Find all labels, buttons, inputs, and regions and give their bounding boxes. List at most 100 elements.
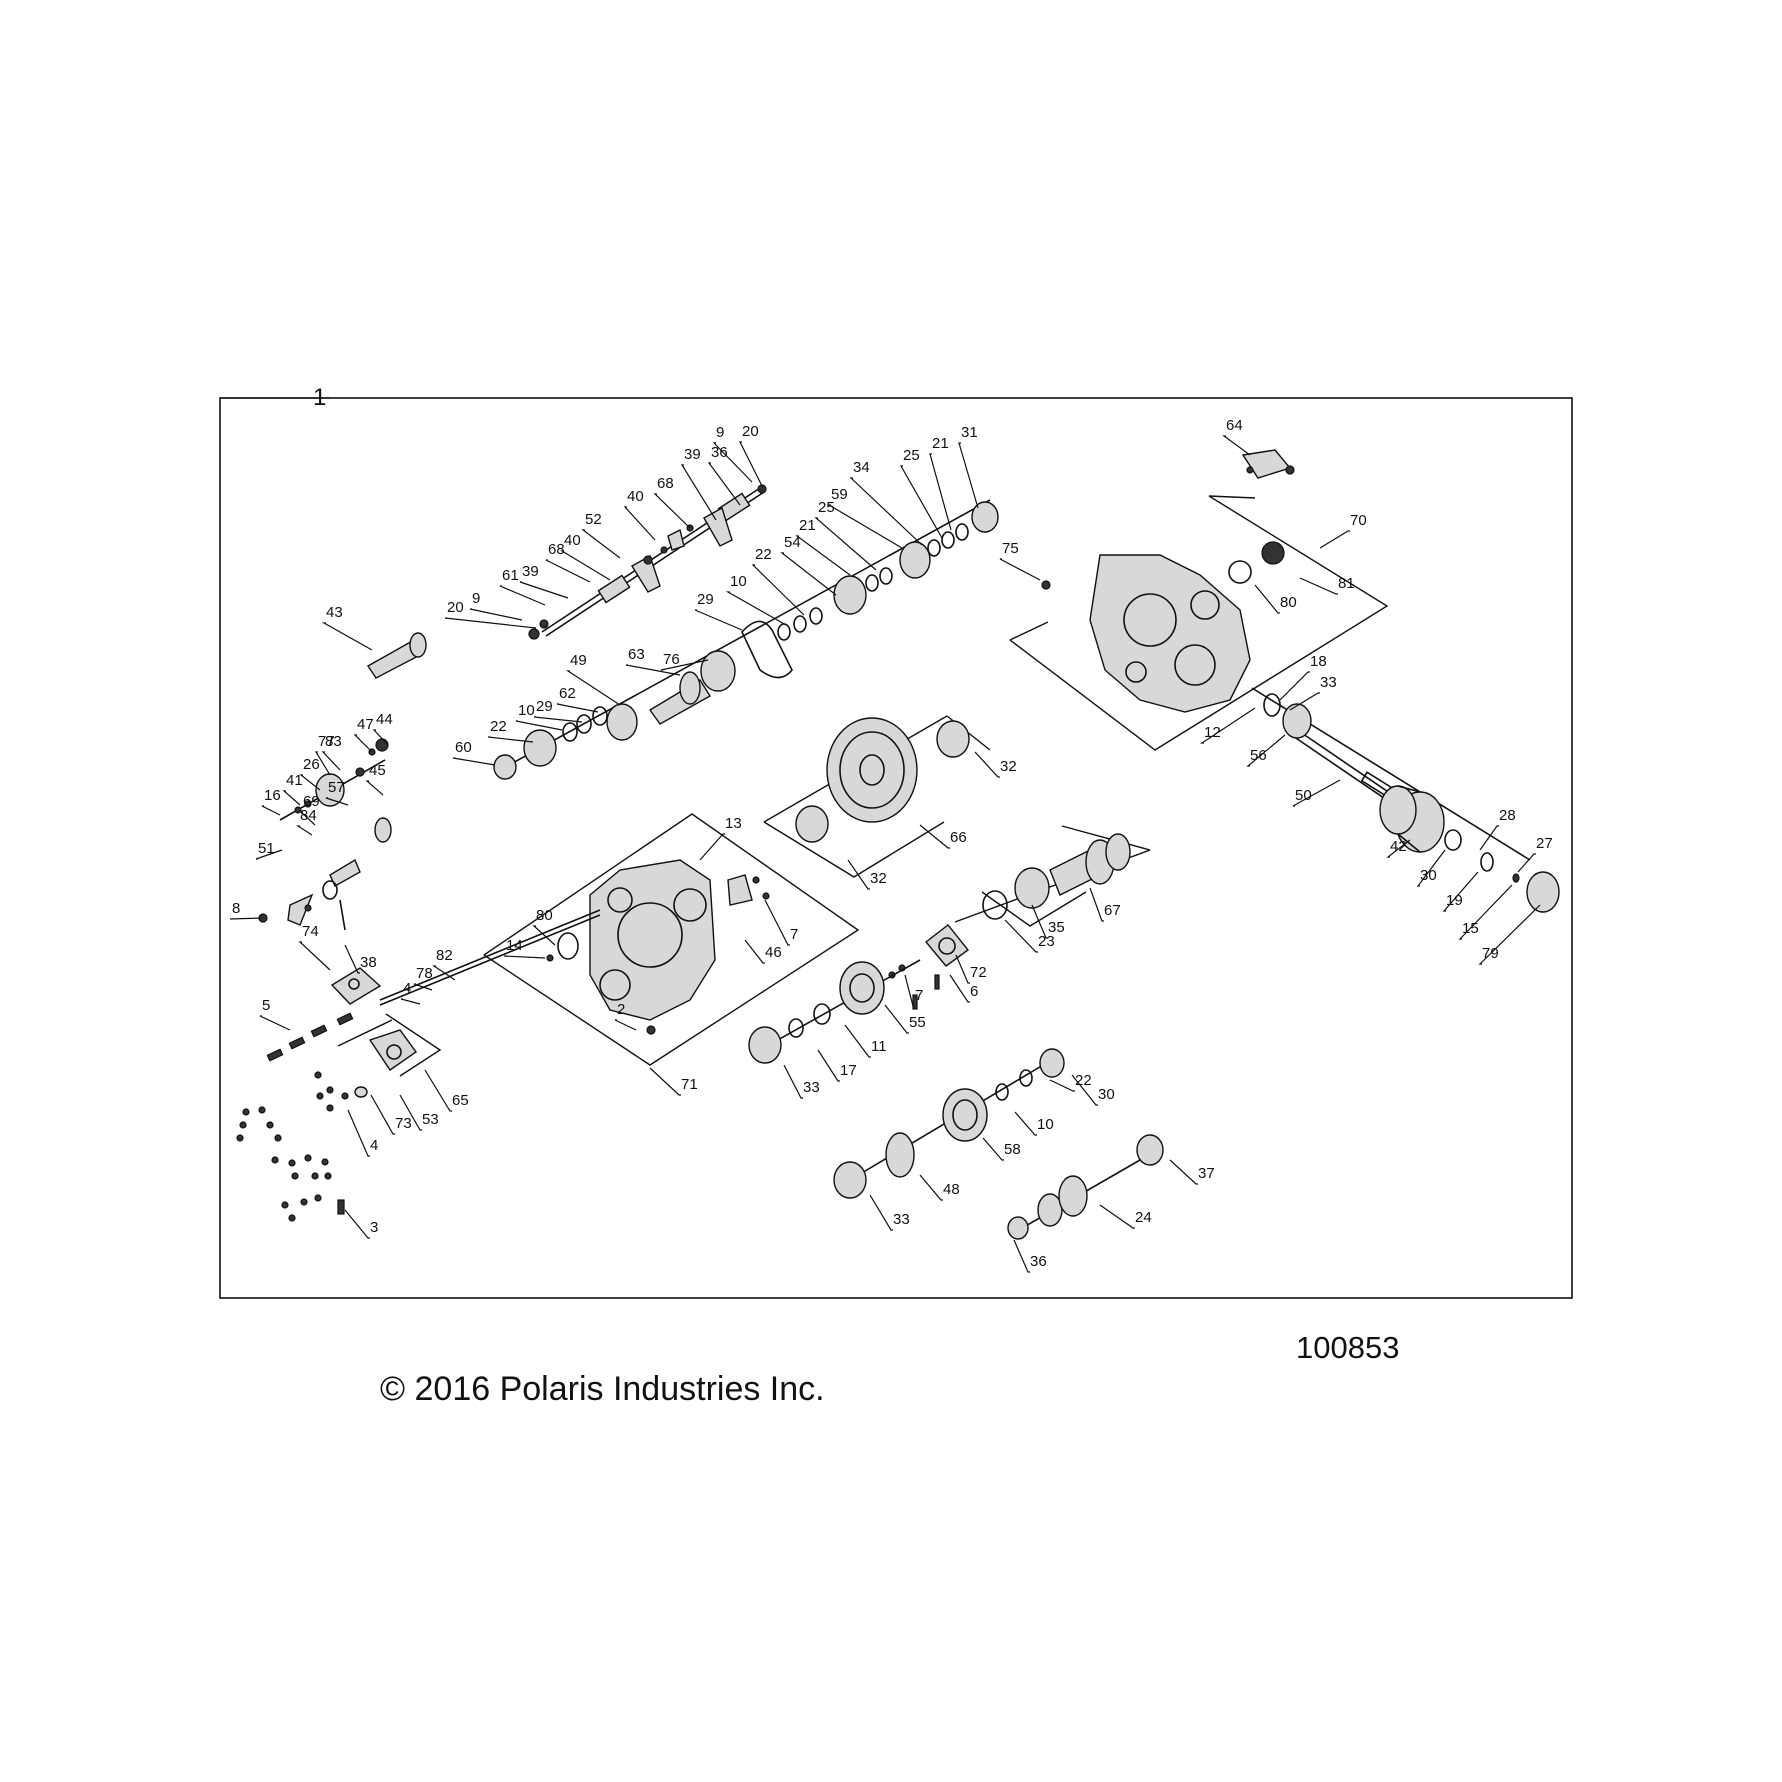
callout-leader bbox=[1479, 825, 1499, 851]
callout-leader bbox=[919, 824, 950, 849]
callout-leader bbox=[1289, 692, 1320, 711]
callout-leader bbox=[780, 552, 837, 596]
callout-leader bbox=[884, 1004, 909, 1034]
callout-leader bbox=[929, 453, 952, 531]
callout-leader bbox=[974, 751, 1000, 778]
callout-leader bbox=[1049, 1079, 1075, 1092]
bearing-31 bbox=[971, 501, 999, 533]
callout-53: 53 bbox=[422, 1111, 439, 1128]
callout-leader bbox=[1386, 839, 1411, 858]
callout-70: 70 bbox=[1350, 512, 1367, 529]
callout-31: 31 bbox=[961, 424, 978, 441]
callout-64: 64 bbox=[1226, 417, 1243, 434]
callout-25: 25 bbox=[903, 447, 920, 464]
callout-48: 48 bbox=[943, 1181, 960, 1198]
callout-10: 10 bbox=[730, 573, 747, 590]
callout-34: 34 bbox=[853, 459, 870, 476]
callout-leader bbox=[1013, 1239, 1030, 1273]
callout-80: 80 bbox=[1280, 594, 1297, 611]
callout-35: 35 bbox=[1048, 919, 1065, 936]
callout-leader bbox=[1246, 734, 1286, 767]
callout-39: 39 bbox=[522, 563, 539, 580]
callout-7: 7 bbox=[915, 987, 923, 1004]
callout-leader bbox=[999, 558, 1041, 581]
callout-leader bbox=[559, 550, 611, 581]
callout-leader bbox=[699, 833, 725, 861]
callout-leader bbox=[321, 622, 373, 651]
gear-48 bbox=[885, 1132, 915, 1178]
callout-38: 38 bbox=[360, 954, 377, 971]
callout-leader bbox=[649, 1067, 681, 1096]
callout-leader bbox=[1416, 849, 1446, 887]
callout-leader bbox=[949, 974, 970, 1003]
callout-leader bbox=[444, 617, 537, 629]
callout-33: 33 bbox=[1320, 674, 1337, 691]
callout-40: 40 bbox=[564, 532, 581, 549]
shaft-43 bbox=[366, 632, 427, 679]
fasteners-cluster bbox=[236, 1012, 354, 1222]
callout-leader bbox=[1292, 779, 1341, 807]
callout-33: 33 bbox=[893, 1211, 910, 1228]
callout-leader bbox=[325, 797, 349, 806]
callout-83: 83 bbox=[325, 733, 342, 750]
callout-leader bbox=[795, 535, 851, 576]
bearing-32-left bbox=[795, 805, 829, 843]
callout-2: 2 bbox=[617, 1001, 625, 1018]
callout-12: 12 bbox=[1204, 724, 1221, 741]
callout-leader bbox=[899, 465, 943, 539]
bearing-33-lower bbox=[833, 1161, 867, 1199]
callout-leader bbox=[347, 1109, 370, 1157]
bearing-30-right bbox=[1444, 829, 1462, 851]
callout-49: 49 bbox=[570, 652, 587, 669]
callout-leader bbox=[424, 1069, 452, 1112]
callout-leader bbox=[660, 659, 709, 671]
callout-36: 36 bbox=[711, 444, 728, 461]
callout-leader bbox=[1254, 584, 1280, 614]
callout-22: 22 bbox=[1075, 1072, 1092, 1089]
callout-28: 28 bbox=[1499, 807, 1516, 824]
callout-20: 20 bbox=[742, 423, 759, 440]
callout-leader bbox=[556, 703, 599, 713]
callout-leader bbox=[919, 1174, 943, 1201]
plug-75 bbox=[1041, 580, 1051, 590]
callout-leader bbox=[725, 591, 787, 626]
actuator-53 bbox=[368, 1029, 417, 1071]
callout-22: 22 bbox=[490, 718, 507, 735]
callout-21: 21 bbox=[799, 517, 816, 534]
callout-13: 13 bbox=[725, 815, 742, 832]
callout-leader bbox=[299, 774, 321, 791]
callout-3: 3 bbox=[370, 1219, 378, 1236]
callout-leader bbox=[321, 751, 341, 771]
plate-72 bbox=[924, 924, 970, 967]
cover-46 bbox=[727, 874, 753, 906]
bearing-37 bbox=[1136, 1134, 1164, 1166]
chain-76 bbox=[741, 620, 793, 679]
callout-30: 30 bbox=[1420, 867, 1437, 884]
gear-58 bbox=[942, 1088, 988, 1142]
callout-18: 18 bbox=[1310, 653, 1327, 670]
callout-leader bbox=[295, 825, 313, 836]
callout-61: 61 bbox=[502, 567, 519, 584]
callout-50: 50 bbox=[1295, 787, 1312, 804]
callout-33: 33 bbox=[803, 1079, 820, 1096]
sprocket-63 bbox=[700, 650, 736, 692]
callout-leader bbox=[764, 899, 790, 946]
callout-leader bbox=[744, 939, 765, 964]
callout-leader bbox=[849, 477, 923, 546]
callout-leader bbox=[229, 917, 263, 920]
diagram-frame bbox=[219, 397, 1573, 1299]
callout-leader bbox=[499, 585, 546, 606]
callout-leader bbox=[298, 941, 331, 971]
callout-59: 59 bbox=[831, 486, 848, 503]
gear-62 bbox=[606, 703, 638, 741]
bearing-36-upper bbox=[493, 754, 517, 780]
seal-80 bbox=[1228, 560, 1252, 584]
callout-leader bbox=[581, 529, 621, 559]
callout-57: 57 bbox=[328, 779, 345, 796]
callout-leader bbox=[344, 1209, 370, 1239]
callout-6: 6 bbox=[970, 983, 978, 1000]
ring-18 bbox=[1263, 693, 1281, 717]
callout-40: 40 bbox=[627, 488, 644, 505]
callout-leader bbox=[314, 751, 331, 776]
